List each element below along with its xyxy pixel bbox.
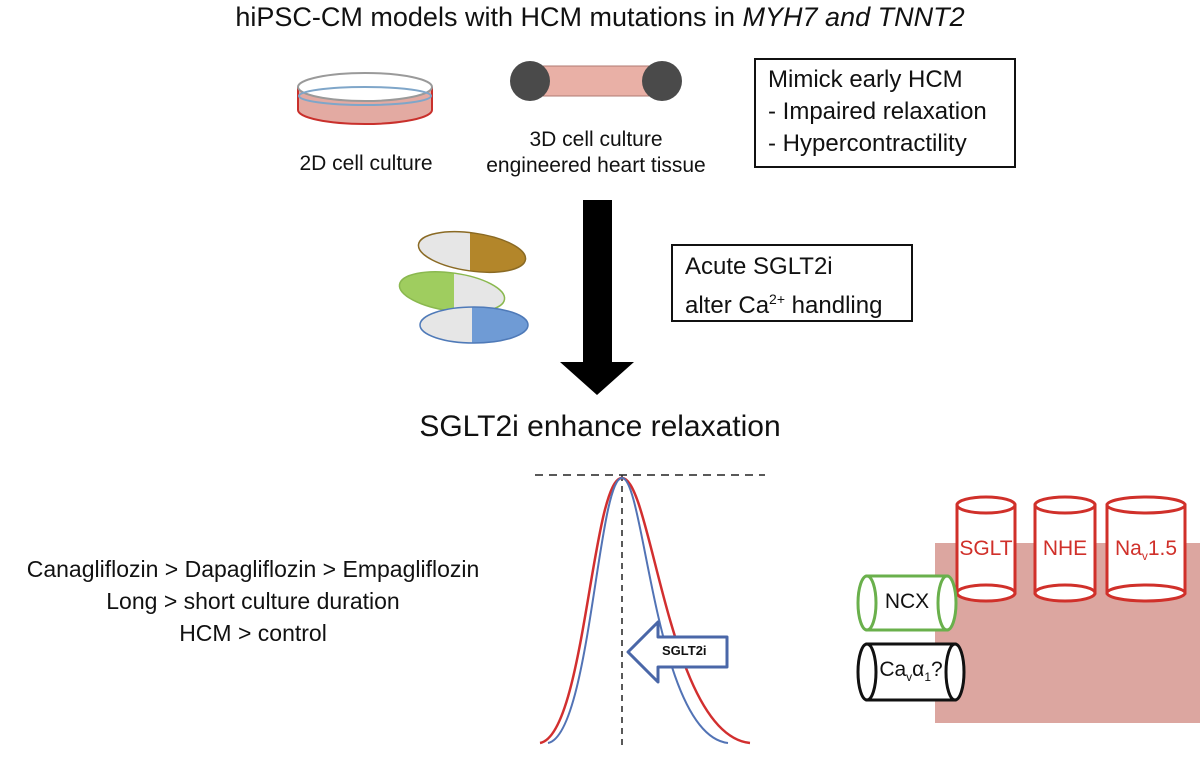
engineered-heart-tissue-icon bbox=[510, 61, 682, 101]
sglt2i-arrow-label: SGLT2i bbox=[662, 643, 707, 658]
result-heading: SGLT2i enhance relaxation bbox=[419, 410, 781, 443]
sglt2i-arrow-icon bbox=[626, 620, 729, 684]
hcm-box-heading: Mimick early HCM bbox=[768, 66, 963, 93]
ranking-line: HCM > control bbox=[179, 620, 327, 646]
sglt2i-box-line1: Acute SGLT2i bbox=[685, 253, 833, 280]
sglt2i-curve bbox=[547, 476, 729, 744]
cav-channel-icon bbox=[856, 642, 966, 702]
sglt2i-box-line2: alter Ca2+ handling bbox=[685, 291, 883, 319]
sglt-channel-icon bbox=[955, 495, 1017, 603]
relaxation-curves bbox=[535, 474, 765, 748]
hcm-box-item: - Hypercontractility bbox=[768, 130, 967, 157]
petri-dish-icon bbox=[297, 72, 433, 125]
hcm-box-item: - Impaired relaxation bbox=[768, 98, 987, 125]
gene-names: MYH7 and TNNT2 bbox=[742, 2, 965, 32]
pill-icons bbox=[396, 225, 529, 344]
caption-eht: engineered heart tissue bbox=[486, 154, 706, 177]
caption-3d-culture: 3D cell culture bbox=[529, 128, 663, 151]
caption-2d-culture: 2D cell culture bbox=[299, 152, 433, 175]
cav-label: Cavα1? bbox=[879, 658, 943, 685]
ncx-label: NCX bbox=[884, 590, 930, 613]
ranking-line: Canagliflozin > Dapagliflozin > Empaglif… bbox=[26, 556, 480, 582]
sglt2i-effect-box: Acute SGLT2i alter Ca2+ handling bbox=[671, 244, 913, 322]
nhe-label: NHE bbox=[1042, 537, 1088, 560]
sglt-label: SGLT bbox=[959, 537, 1013, 560]
nav15-channel-icon bbox=[1105, 495, 1187, 603]
figure-title: hiPSC-CM models with HCM mutations in MY… bbox=[235, 2, 965, 32]
nav15-label: Nav1.5 bbox=[1114, 537, 1178, 564]
ncx-channel-icon bbox=[856, 574, 958, 632]
down-arrow-icon bbox=[560, 200, 634, 395]
hcm-phenotype-box: Mimick early HCM - Impaired relaxation -… bbox=[754, 58, 1016, 168]
ranking-line: Long > short culture duration bbox=[106, 588, 400, 614]
nhe-channel-icon bbox=[1033, 495, 1097, 603]
